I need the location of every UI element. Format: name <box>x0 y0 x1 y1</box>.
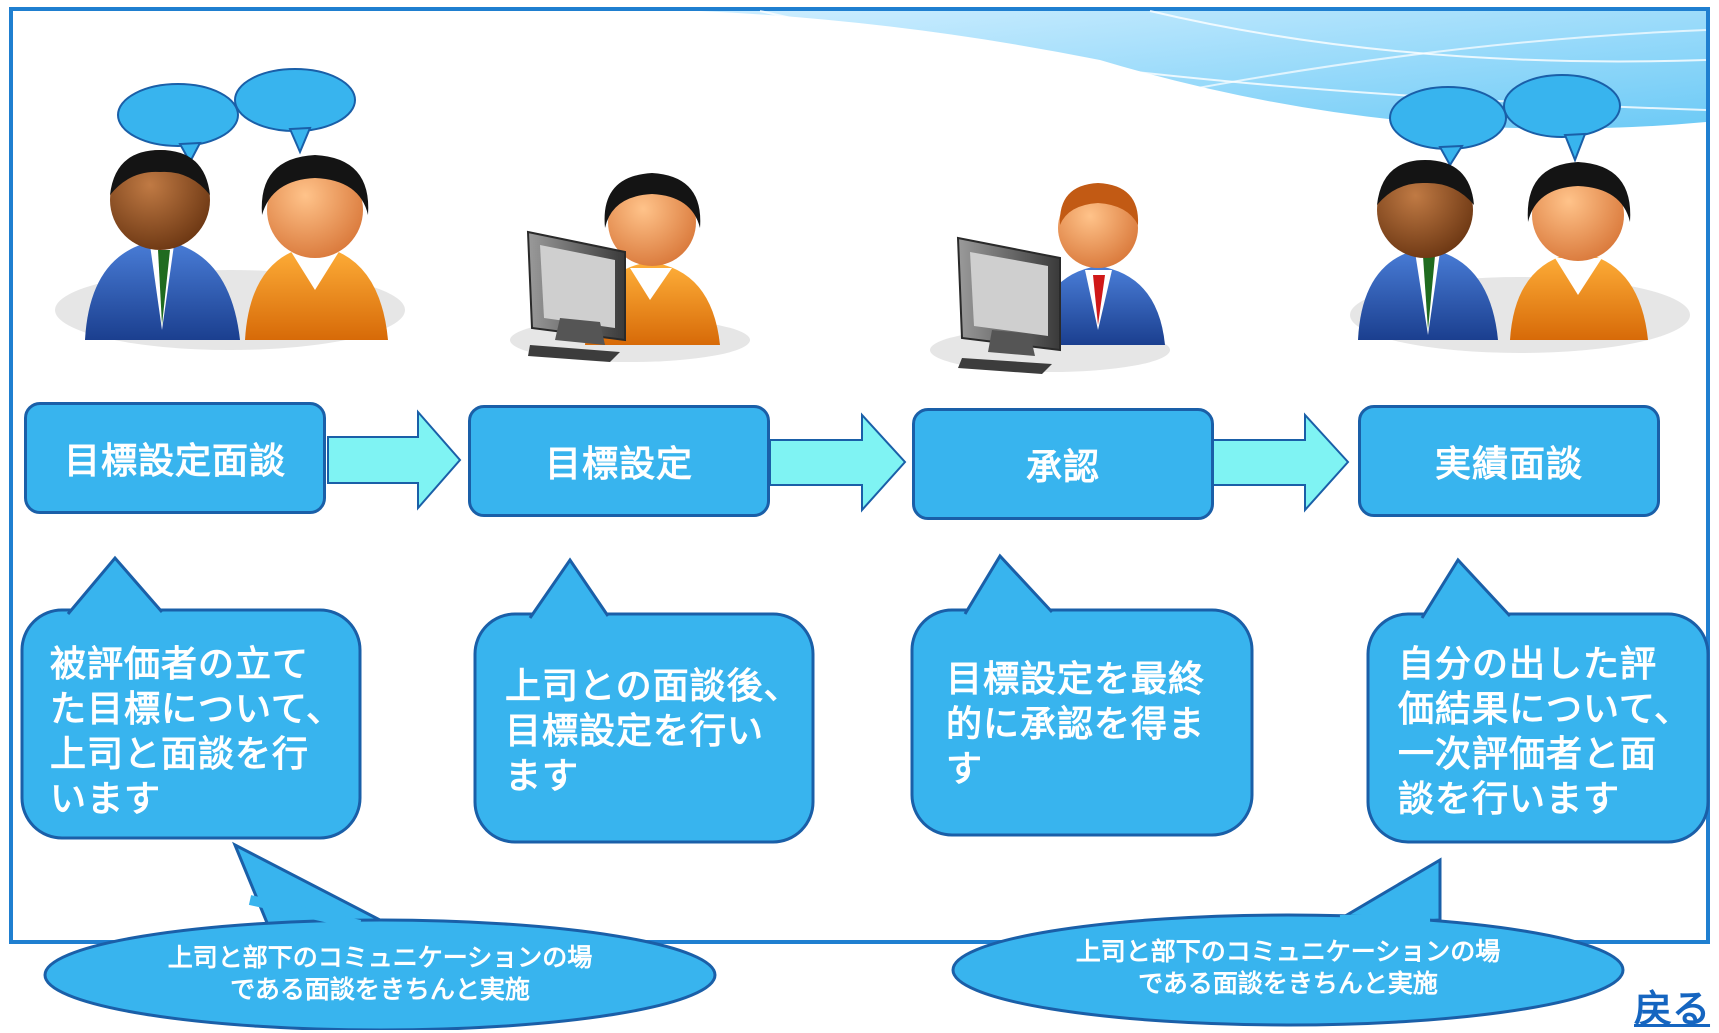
callout-text: 被評価者の立て た目標について、 上司と面談を行 います <box>50 643 344 820</box>
step-label: 目標設定面談 <box>63 440 286 482</box>
step-label: 実績面談 <box>1434 443 1583 485</box>
note-text: 上司と部下のコミュニケーションの場 である面談をきちんと実施 <box>1075 937 1501 998</box>
callout-text: 上司との面談後、 目標設定を行い ます <box>505 665 801 797</box>
back-link[interactable]: 戻る <box>1634 986 1711 1031</box>
note-text: 上司と部下のコミュニケーションの場 である面談をきちんと実施 <box>167 943 593 1004</box>
step-label: 目標設定 <box>544 443 693 485</box>
callout-text: 自分の出した評 価結果について、 一次評価者と面 談を行います <box>1398 643 1692 820</box>
step-box-goal-setting: 目標設定 <box>468 405 770 517</box>
step-box-goal-setting-interview: 目標設定面談 <box>24 402 326 514</box>
step-box-performance-interview: 実績面談 <box>1358 405 1660 517</box>
callout-text: 目標設定を最終 的に承認を得ま す <box>946 658 1206 790</box>
step-label: 承認 <box>1025 446 1100 488</box>
step-box-approval: 承認 <box>912 408 1214 520</box>
